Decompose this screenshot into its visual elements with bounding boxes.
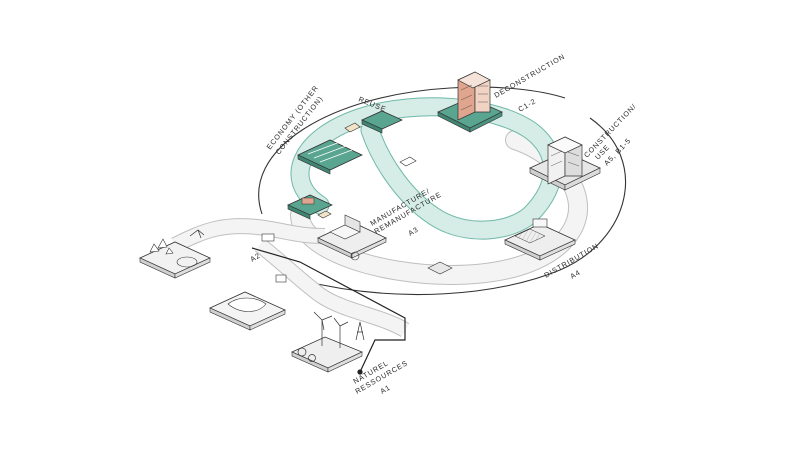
label-deconstruction: DECONSTRUCTION — [493, 52, 567, 100]
label-distribution-code: A4 — [569, 268, 583, 281]
landscape-platform — [210, 292, 285, 330]
label-deconstruction-code: C1-2 — [517, 96, 538, 113]
label-construction-line1: CONSTRUCTION/ — [582, 102, 638, 160]
reuse-loop-band — [300, 107, 553, 230]
label-resources-code: A1 — [379, 383, 393, 396]
energy-platform — [292, 312, 364, 372]
label-manufacture-code: A3 — [407, 225, 421, 238]
